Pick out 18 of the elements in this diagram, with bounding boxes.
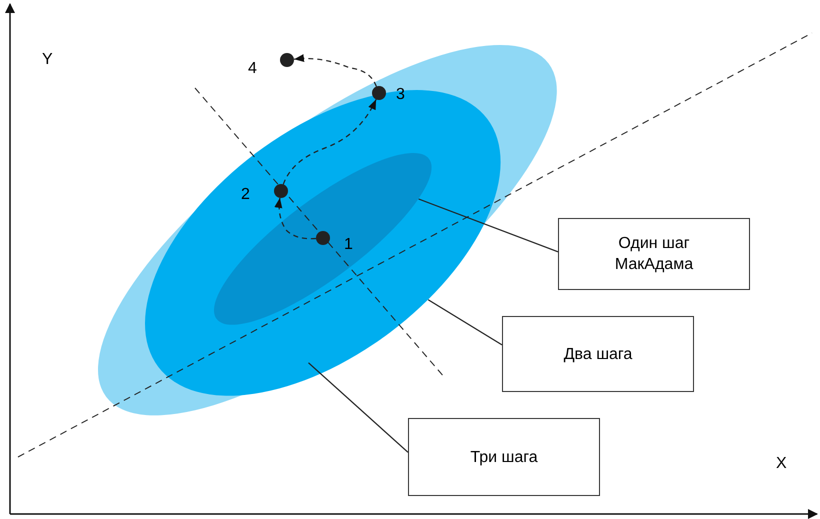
dashed-arrow: [294, 54, 377, 87]
point-number: 1: [344, 236, 353, 254]
leader-line: [428, 299, 502, 346]
text-box: Два шага: [502, 316, 694, 392]
point-number: 2: [241, 186, 250, 204]
axis-label: Y: [42, 51, 53, 69]
ellipse-region: [98, 44, 556, 416]
dashed-arrow: [274, 198, 316, 240]
point-dot: [280, 53, 294, 67]
ellipse-region: [214, 153, 432, 325]
dashed-arrow: [282, 99, 377, 185]
axis-label: X: [776, 455, 787, 473]
point-number: 4: [248, 60, 257, 78]
text-box: Один шаг МакАдама: [558, 218, 750, 290]
text-box: Три шага: [408, 418, 600, 496]
leader-line: [308, 362, 408, 453]
leader-line: [418, 198, 558, 252]
point-number: 3: [396, 86, 405, 104]
